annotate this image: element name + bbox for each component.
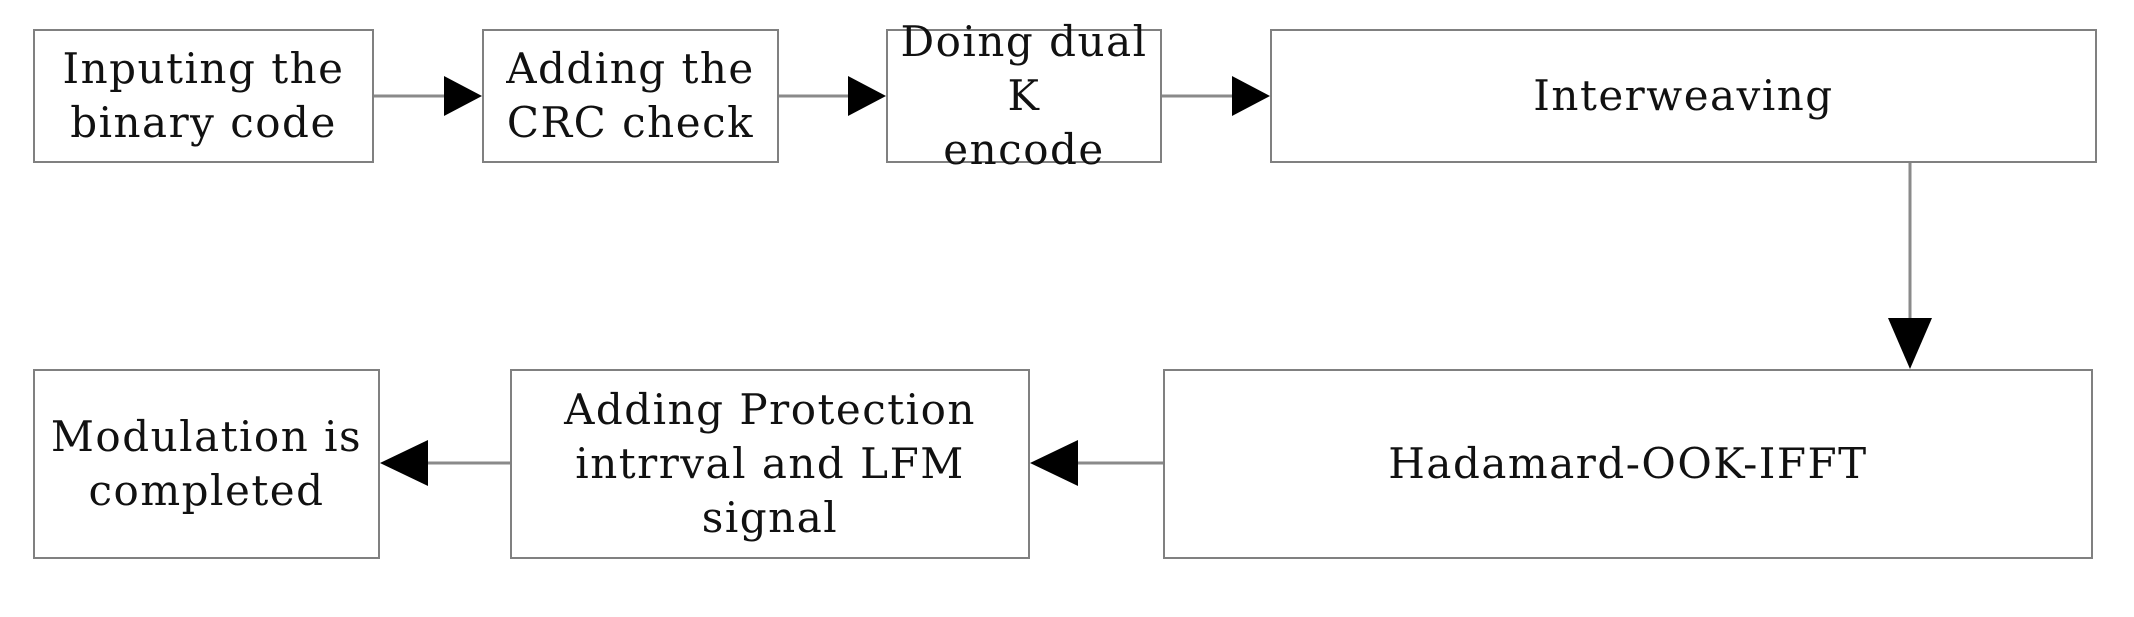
node-label: Adding the CRC check: [506, 44, 755, 147]
node-modulation-is-completed[interactable]: Modulation is completed: [33, 369, 380, 559]
node-adding-protection-interval-and-lfm-signal[interactable]: Adding Protection intrrval and LFM signa…: [510, 369, 1030, 559]
node-interweaving[interactable]: Interweaving: [1270, 29, 2097, 163]
node-label: Modulation is completed: [50, 412, 363, 515]
node-doing-dual-k-encode[interactable]: Doing dual K encode: [886, 17, 1162, 174]
edge-n5-to-n6: [1030, 440, 1163, 486]
node-label: Doing dual K encode: [900, 17, 1148, 174]
edge-n2-to-n3: [779, 76, 886, 116]
node-adding-the-crc-check[interactable]: Adding the CRC check: [482, 29, 779, 163]
node-label: Adding Protection intrrval and LFM signa…: [564, 385, 976, 542]
edge-n3-to-n4: [1162, 76, 1270, 116]
node-label: Interweaving: [1533, 71, 1834, 121]
node-label: Hadamard-OOK-IFFT: [1388, 439, 1868, 489]
node-inputing-the-binary-code[interactable]: Inputing the binary code: [33, 29, 374, 163]
edge-n6-to-n7: [380, 440, 510, 486]
node-hadamard-ook-ifft[interactable]: Hadamard-OOK-IFFT: [1163, 369, 2093, 559]
edge-n4-to-n5: [1888, 163, 1932, 369]
edge-n1-to-n2: [374, 76, 482, 116]
node-label: Inputing the binary code: [62, 44, 345, 147]
